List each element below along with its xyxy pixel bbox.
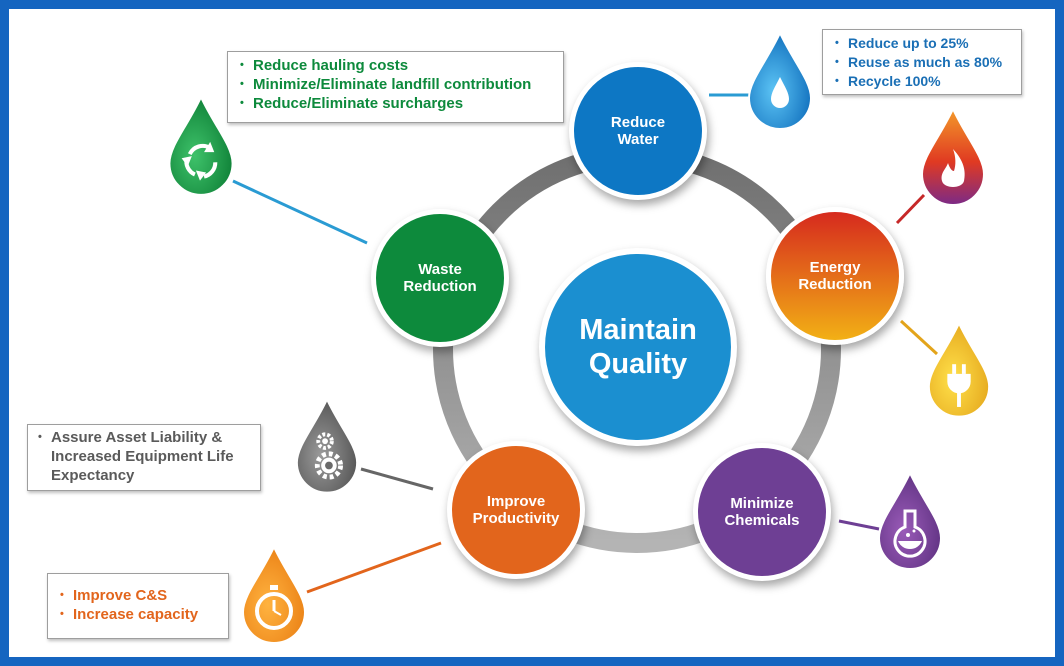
improve-productivity-line2: Productivity — [472, 510, 560, 527]
productivity-callout: Improve C&S Increase capacity — [47, 573, 229, 639]
connector-fire — [895, 193, 926, 225]
reduce-water-line1: Reduce — [610, 114, 666, 131]
recycle-icon — [168, 95, 234, 196]
flame-icon — [920, 107, 986, 206]
connector-plug — [899, 319, 939, 356]
center-label-line2: Quality — [588, 348, 688, 380]
water-callout-item: Reuse as much as 80% — [829, 53, 1015, 72]
connector-flask — [838, 519, 880, 531]
energy-reduction-line2: Reduction — [798, 276, 872, 293]
connector-gear — [360, 467, 434, 491]
waste-reduction-line2: Reduction — [403, 278, 477, 295]
water-callout-item: Recycle 100% — [829, 72, 1015, 91]
center-label-line1: Maintain — [579, 314, 697, 346]
minimize-chemicals-line2: Chemicals — [724, 512, 800, 529]
improve-productivity-line1: Improve — [486, 493, 546, 510]
asset-callout-item: Increased Equipment Life — [51, 448, 234, 465]
asset-callout-item: Assure Asset Liability & — [32, 428, 256, 447]
gears-icon — [295, 397, 359, 494]
waste-reduction-line1: Waste — [418, 261, 462, 278]
productivity-callout-item: Increase capacity — [54, 605, 222, 624]
waste-callout-item: Reduce/Eliminate surcharges — [234, 94, 557, 113]
water-drop-icon — [747, 31, 813, 130]
power-plug-icon — [927, 321, 991, 418]
waste-callout-item: Reduce hauling costs — [234, 56, 557, 75]
stopwatch-icon — [241, 545, 307, 644]
waste-callout-item: Minimize/Eliminate landfill contribution — [234, 75, 557, 94]
waste-callout: Reduce hauling costs Minimize/Eliminate … — [227, 51, 564, 123]
reduce-water-line2: Water — [617, 131, 659, 148]
minimize-chemicals-line1: Minimize — [730, 495, 794, 512]
water-callout-item: Reduce up to 25% — [829, 34, 1015, 53]
connector-waste — [232, 179, 368, 245]
connector-stopwatch — [306, 541, 442, 594]
asset-callout-item: Expectancy — [51, 467, 135, 484]
productivity-callout-item: Improve C&S — [54, 586, 222, 605]
asset-callout: Assure Asset Liability & Increased Equip… — [27, 424, 261, 491]
energy-reduction-line1: Energy — [809, 259, 861, 276]
water-callout: Reduce up to 25% Reuse as much as 80% Re… — [822, 29, 1022, 95]
chemistry-flask-icon — [877, 471, 943, 570]
